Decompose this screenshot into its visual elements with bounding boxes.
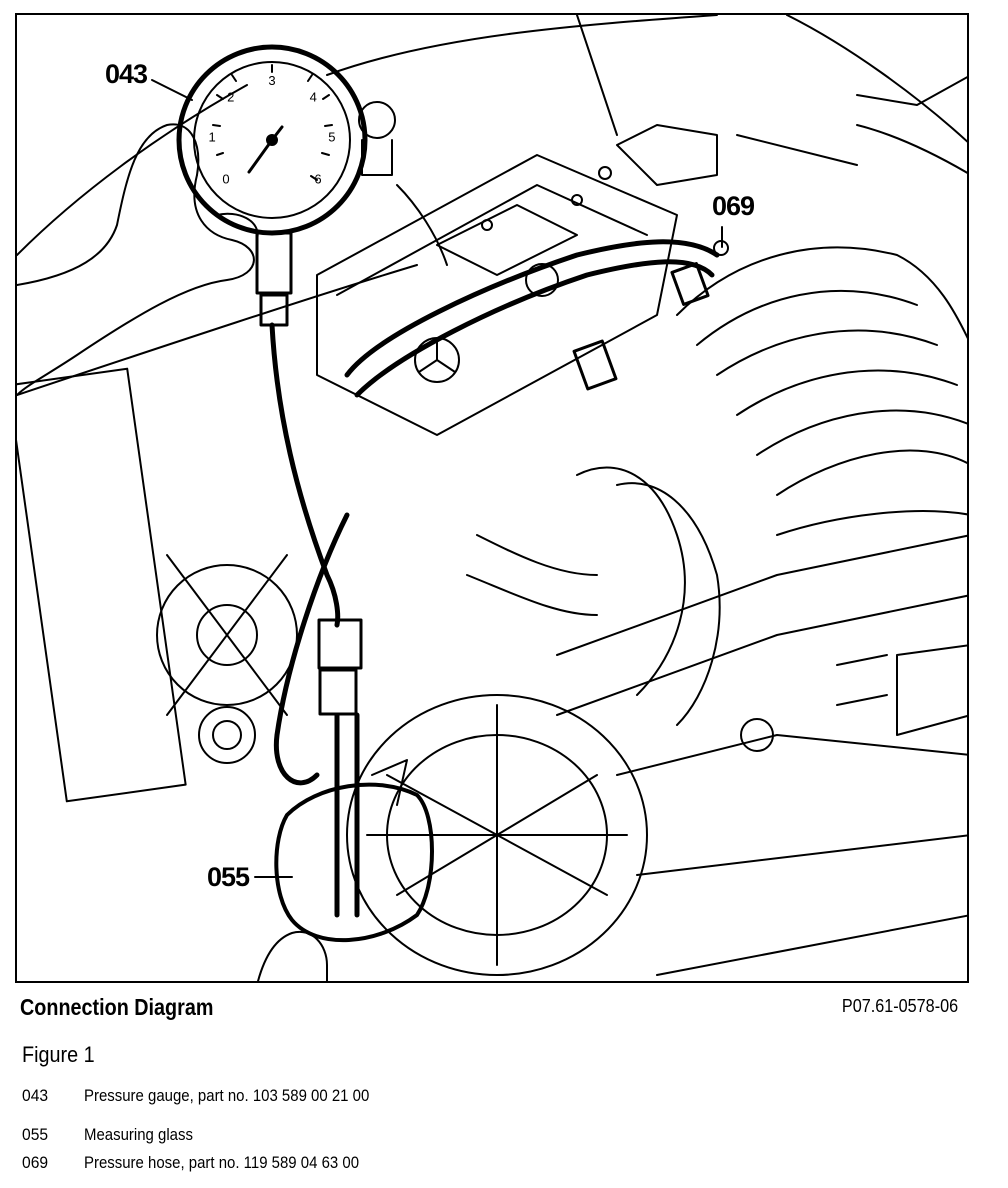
legend-code: 069 <box>22 1153 49 1172</box>
gauge-scale-label: 6 <box>314 172 321 187</box>
engine-illustration: 0 1 2 3 4 5 6 <box>15 13 969 983</box>
gauge-scale-label: 5 <box>328 130 335 145</box>
gauge-scale-label: 3 <box>268 73 275 88</box>
intake-manifold <box>676 246 967 536</box>
gauge-scale-label: 2 <box>227 89 234 104</box>
gauge-scale-label: 4 <box>310 89 317 104</box>
hand-bottom <box>257 930 328 981</box>
legend-description: Measuring glass <box>84 1125 193 1144</box>
measuring-glass <box>274 759 434 943</box>
callout-055: 055 <box>207 862 250 892</box>
legend-description: Pressure gauge, part no. 103 589 00 21 0… <box>84 1086 370 1105</box>
figure-code: P07.61-0578-06 <box>841 996 958 1016</box>
gauge-scale-label: 0 <box>222 172 229 187</box>
callout-leaders <box>151 79 723 878</box>
hose-fittings <box>317 240 729 716</box>
hand-left <box>17 123 259 396</box>
callout-043: 043 <box>105 59 148 89</box>
hose-gauge-to-glass <box>269 239 720 918</box>
cooling-fan-lower <box>346 694 967 976</box>
figure-label: Figure 1 <box>22 1042 95 1067</box>
hood-outline <box>17 15 967 396</box>
line-art: 0 1 2 3 4 5 6 <box>17 15 967 981</box>
legend-description: Pressure hose, part no. 119 589 04 63 00 <box>84 1153 360 1172</box>
legend-code: 043 <box>22 1086 49 1105</box>
engine-bay-top <box>358 101 967 266</box>
radiator-fan-left <box>17 367 298 803</box>
intake-pipes <box>466 466 967 752</box>
valve-cover <box>316 154 678 436</box>
gauge-scale-label: 1 <box>208 130 215 145</box>
callout-069: 069 <box>712 191 755 221</box>
legend-code: 055 <box>22 1125 49 1144</box>
caption-title: Connection Diagram <box>20 994 214 1020</box>
